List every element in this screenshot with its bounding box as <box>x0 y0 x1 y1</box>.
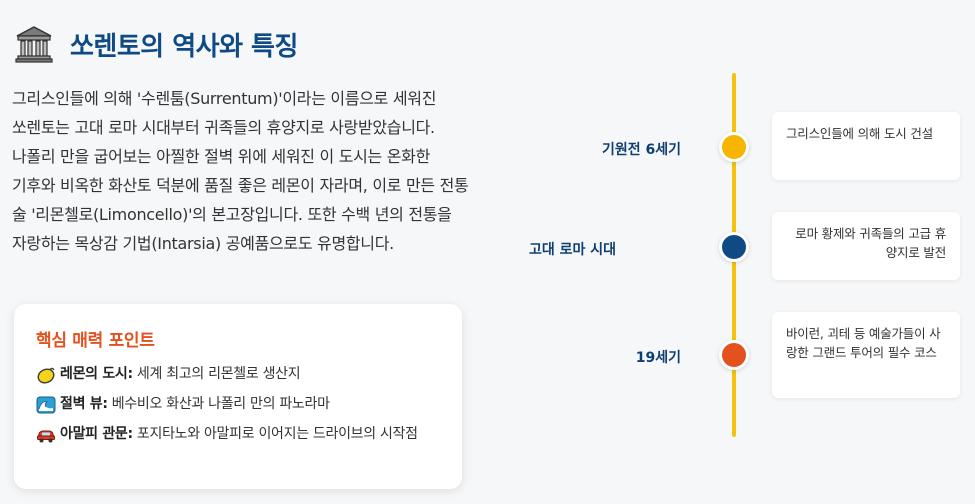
highlights-title: 핵심 매력 포인트 <box>36 331 155 351</box>
lemon-icon <box>37 367 55 384</box>
highlight-label: 절벽 뷰: <box>60 396 108 412</box>
page-header: 쏘렌토의 역사와 특징 <box>14 22 474 66</box>
timeline-card: 그리스인들에 의해 도시 건설 <box>772 112 960 180</box>
timeline-dot <box>719 132 749 162</box>
timeline-dot <box>719 340 749 370</box>
highlight-text: 세계 최고의 리몬첼로 생산지 <box>132 366 301 382</box>
car-icon <box>37 430 55 443</box>
timeline-card: 로마 황제와 귀족들의 고급 휴양지로 발전 <box>772 212 960 280</box>
timeline-era: 기원전 6세기 <box>601 142 681 158</box>
page-title: 쏘렌토의 역사와 특징 <box>70 31 298 62</box>
classical-building-icon <box>15 26 53 63</box>
wave-icon <box>36 396 56 414</box>
highlight-text: 베수비오 화산과 나폴리 만의 파노라마 <box>107 396 330 412</box>
highlight-item: 아말피 관문: 포지타노와 아말피로 이어지는 드라이브의 시작점 <box>36 423 440 446</box>
timeline-dot <box>719 232 749 262</box>
timeline-era: 고대 로마 시대 <box>528 242 616 258</box>
highlight-label: 아말피 관문: <box>60 426 133 442</box>
highlight-item: 절벽 뷰: 베수비오 화산과 나폴리 만의 파노라마 <box>36 393 440 416</box>
timeline-card: 바이런, 괴테 등 예술가들이 사랑한 그랜드 투어의 필수 코스 <box>772 312 960 398</box>
highlight-text: 포지타노와 아말피로 이어지는 드라이브의 시작점 <box>132 426 418 442</box>
highlight-item: 레몬의 도시: 세계 최고의 리몬첼로 생산지 <box>36 363 440 386</box>
intro-paragraph: 그리스인들에 의해 '수렌툼(Surrentum)'이라는 이름으로 세워진 쏘… <box>12 89 469 253</box>
highlight-label: 레몬의 도시: <box>60 366 133 382</box>
highlights-card: 핵심 매력 포인트 레몬의 도시: 세계 최고의 리몬첼로 생산지 절벽 뷰: … <box>14 304 462 489</box>
timeline-era: 19세기 <box>635 350 681 366</box>
